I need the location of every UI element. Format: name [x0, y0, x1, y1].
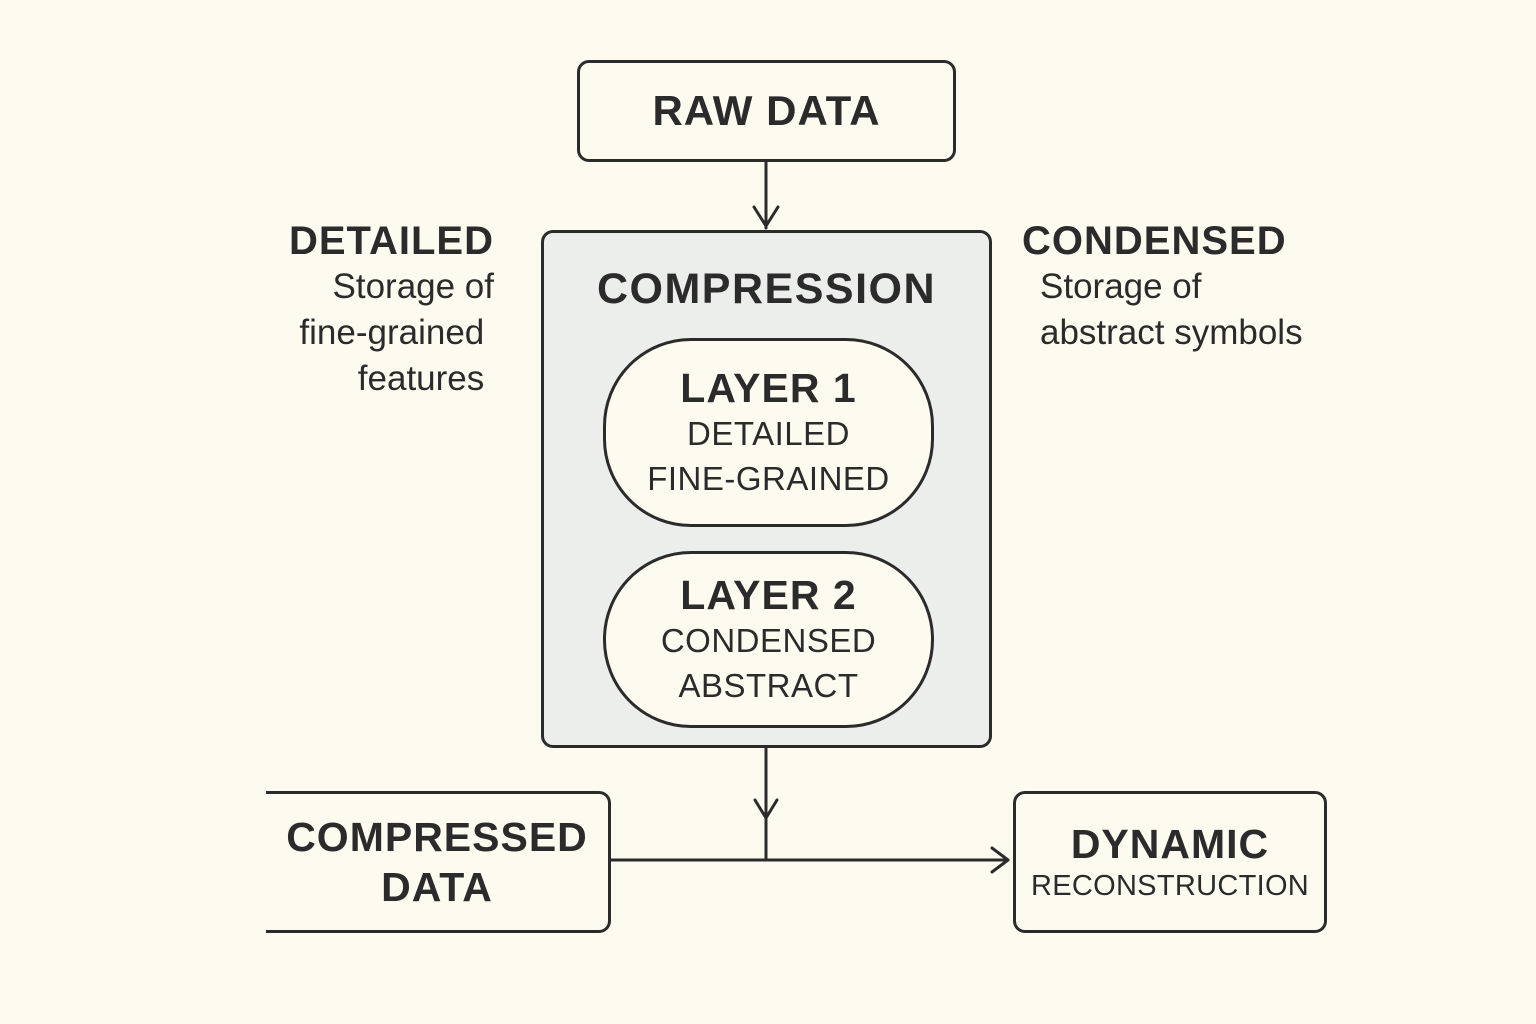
condensed-note-text: Storage of abstract symbols: [1040, 267, 1303, 352]
compressed-data-line-1: COMPRESSED: [286, 814, 588, 860]
raw-data-node: RAW DATA: [577, 60, 956, 162]
raw-data-label: RAW DATA: [652, 87, 881, 134]
layer-2-title: LAYER 2: [680, 571, 857, 618]
arrowhead-raw-to-compression: [752, 205, 780, 228]
arrowhead-compression-down: [753, 798, 779, 820]
dynamic-title: DYNAMIC: [1070, 821, 1270, 867]
layer-2-line-2: ABSTRACT: [678, 666, 859, 704]
detailed-note-heading: DETAILED: [288, 219, 494, 263]
layer-2-line-1: CONDENSED: [660, 621, 877, 659]
detailed-note-text: Storage of fine-grained features: [299, 267, 494, 398]
layer-2-node: LAYER 2 CONDENSED ABSTRACT: [603, 551, 934, 728]
compression-node: COMPRESSION LAYER 1 DETAILED FINE-GRAINE…: [541, 230, 992, 748]
layer-1-line-2: FINE-GRAINED: [647, 459, 890, 497]
layer-1-line-1: DETAILED: [687, 414, 850, 452]
layer-1-node: LAYER 1 DETAILED FINE-GRAINED: [603, 338, 934, 527]
condensed-note-heading: CONDENSED: [1022, 219, 1287, 263]
dynamic-reconstruction-node: DYNAMIC RECONSTRUCTION: [1013, 791, 1327, 933]
compression-title: COMPRESSION: [596, 265, 937, 313]
layer-1-title: LAYER 1: [680, 364, 857, 411]
arrowhead-to-dynamic: [990, 846, 1010, 874]
compressed-data-node: COMPRESSED DATA: [266, 791, 611, 933]
compressed-data-line-2: DATA: [381, 864, 493, 910]
dynamic-subtitle: RECONSTRUCTION: [1030, 870, 1310, 902]
detailed-note: DETAILED Storage of fine-grained feature…: [289, 218, 494, 402]
condensed-note: CONDENSED Storage of abstract symbols: [1022, 218, 1303, 356]
